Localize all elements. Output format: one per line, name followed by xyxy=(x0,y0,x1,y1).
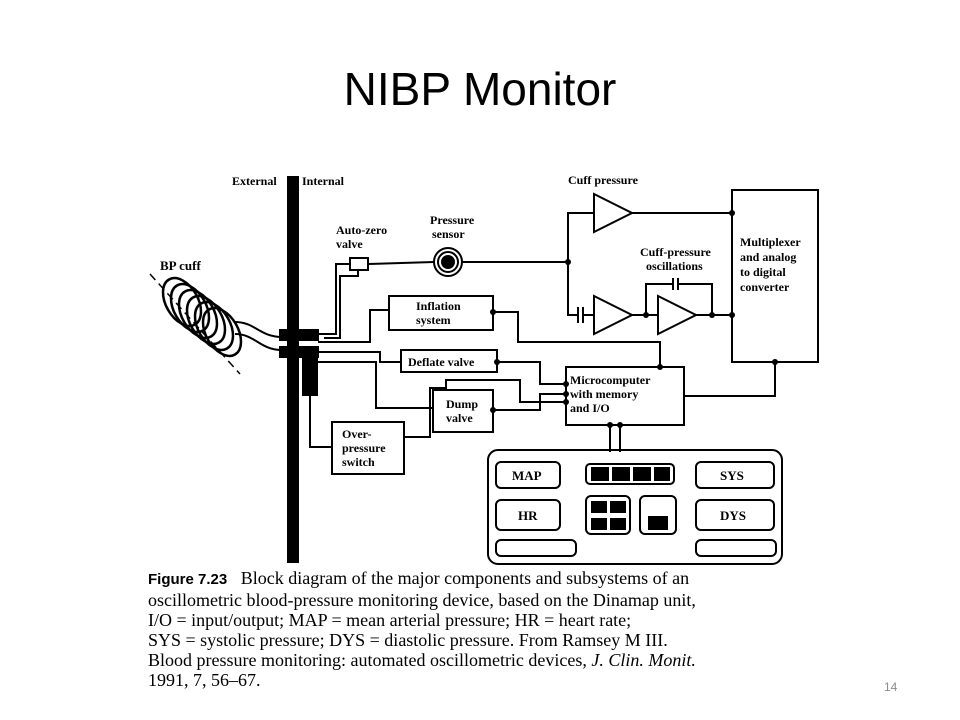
map-display xyxy=(495,461,561,489)
label-dump-2: valve xyxy=(446,411,473,425)
oscillation-amplifier-1 xyxy=(593,294,635,336)
label-dys: DYS xyxy=(720,508,746,523)
slide-title: NIBP Monitor xyxy=(343,63,617,115)
label-auto-zero-1: Auto-zero xyxy=(336,223,387,237)
label-pressure-sensor-1: Pressure xyxy=(430,213,475,227)
label-auto-zero-2: valve xyxy=(336,237,363,251)
label-inflation-1: Inflation xyxy=(416,299,461,313)
caption-line-4: SYS = systolic pressure; DYS = diastolic… xyxy=(148,630,668,650)
display-panel xyxy=(487,449,783,565)
caption-journal: J. Clin. Monit. xyxy=(591,650,696,670)
label-cuff-osc-1: Cuff-pressure xyxy=(640,245,712,259)
segment-display xyxy=(585,495,631,535)
label-internal: Internal xyxy=(302,174,345,188)
label-inflation-2: system xyxy=(416,313,451,327)
label-overpressure-1: Over- xyxy=(342,427,372,441)
figure-caption: Figure 7.23 Block diagram of the major c… xyxy=(148,568,838,690)
caption-line-1: Block diagram of the major components an… xyxy=(240,568,690,588)
page-number: 14 xyxy=(884,680,898,694)
label-micro-3: and I/O xyxy=(570,401,610,415)
block-diagram-figure: External Internal BP cuff Auto-zero valv… xyxy=(140,152,848,714)
dys-display xyxy=(695,499,775,531)
caption-line-3: I/O = input/output; MAP = mean arterial … xyxy=(148,610,632,630)
label-dump-1: Dump xyxy=(446,397,478,411)
figure-label: Figure 7.23 xyxy=(148,571,228,588)
block-diagram: External Internal BP cuff Auto-zero valv… xyxy=(149,173,819,565)
caption-line-2: oscillometric blood-pressure monitoring … xyxy=(148,590,696,610)
label-overpressure-2: pressure xyxy=(342,441,386,455)
bar-display xyxy=(585,463,675,485)
label-sys: SYS xyxy=(720,468,744,483)
label-overpressure-3: switch xyxy=(342,455,375,469)
label-deflate: Deflate valve xyxy=(408,355,475,369)
label-mux-3: to digital xyxy=(740,265,786,279)
oscillation-amplifier-2 xyxy=(657,294,699,336)
label-bp-cuff: BP cuff xyxy=(160,258,201,273)
small-display xyxy=(639,495,677,535)
label-cuff-osc-2: oscillations xyxy=(646,259,703,273)
lower-left-display xyxy=(495,539,577,557)
label-cuff-pressure: Cuff pressure xyxy=(568,173,639,187)
lower-right-display xyxy=(695,539,777,557)
label-micro-2: with memory xyxy=(570,387,638,401)
label-hr: HR xyxy=(518,508,538,523)
bp-cuff xyxy=(149,273,243,375)
label-mux-2: and analog xyxy=(740,250,796,264)
hr-display xyxy=(495,499,561,531)
sys-display xyxy=(695,461,775,489)
label-external: External xyxy=(232,174,277,188)
external-internal-wall xyxy=(287,176,299,563)
label-pressure-sensor-2: sensor xyxy=(432,227,465,241)
label-micro-1: Microcomputer xyxy=(570,373,651,387)
cuff-pressure-amplifier xyxy=(593,192,635,234)
label-mux-1: Multiplexer xyxy=(740,235,801,249)
caption-line-5: Blood pressure monitoring: automated osc… xyxy=(148,650,587,670)
auto-zero-valve xyxy=(349,257,369,271)
label-map: MAP xyxy=(512,468,542,483)
caption-line-7: 1991, 7, 56–67. xyxy=(148,670,261,690)
label-mux-4: converter xyxy=(740,280,790,294)
